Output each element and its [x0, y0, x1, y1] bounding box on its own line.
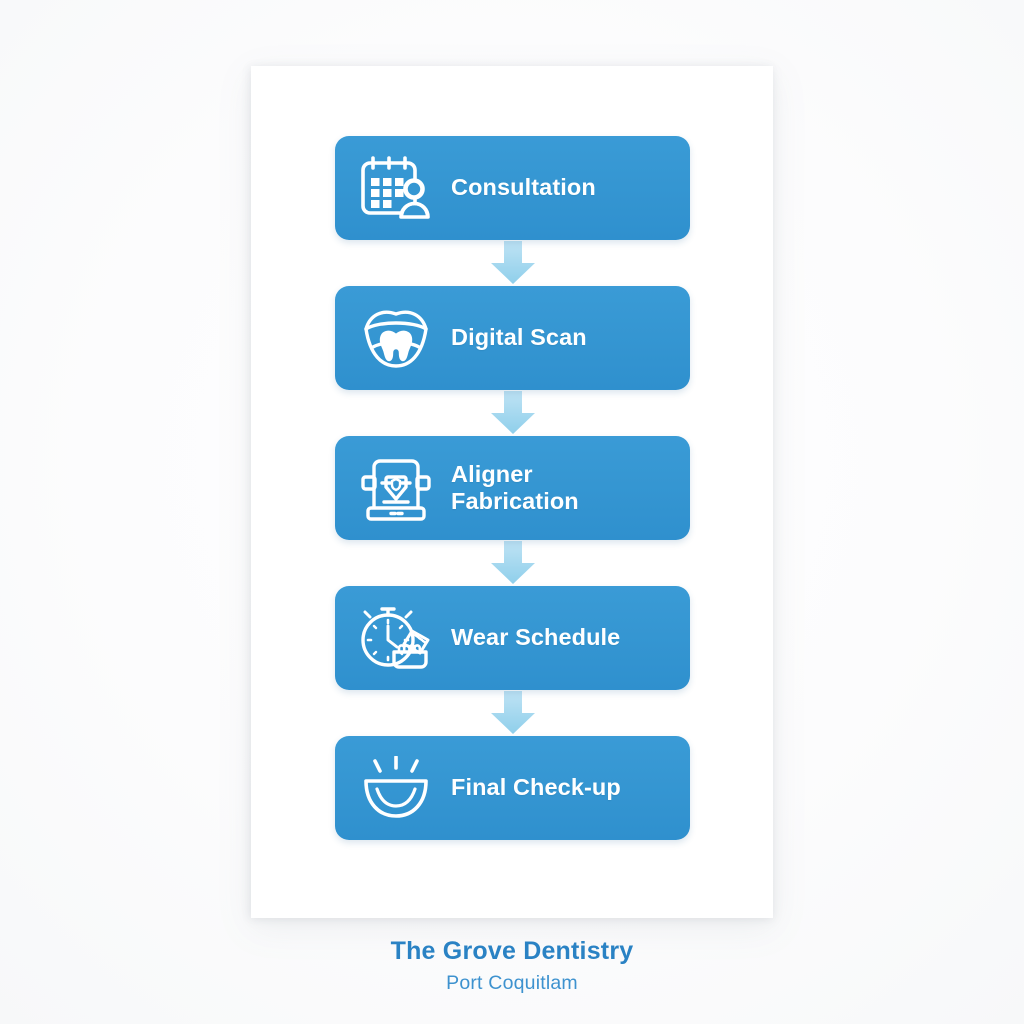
step-label: Final Check-up	[451, 774, 621, 801]
arrow-down-icon	[490, 691, 535, 734]
smile-icon	[353, 750, 439, 826]
arrow-down-icon	[490, 541, 535, 584]
clinic-city: Port Coquitlam	[446, 972, 578, 994]
mouth-tooth-icon	[353, 300, 439, 376]
fabrication-machine-icon	[353, 450, 439, 526]
infographic-panel: Consultation	[251, 66, 773, 918]
clinic-name: The Grove Dentistry	[390, 937, 634, 965]
arrow-down-icon	[490, 391, 535, 434]
connector-4	[335, 690, 690, 736]
step-card-final-checkup[interactable]: Final Check-up	[335, 736, 690, 840]
stopwatch-aligner-icon	[353, 600, 439, 676]
footer: The Grove Dentistry Port Coquitlam	[0, 936, 1024, 995]
step-label: Wear Schedule	[451, 624, 621, 651]
connector-2	[335, 390, 690, 436]
step-card-aligner-fabrication[interactable]: Aligner Fabrication	[335, 436, 690, 540]
connector-3	[335, 540, 690, 586]
connector-1	[335, 240, 690, 286]
arrow-down-icon	[490, 241, 535, 284]
step-card-digital-scan[interactable]: Digital Scan	[335, 286, 690, 390]
step-card-wear-schedule[interactable]: Wear Schedule	[335, 586, 690, 690]
process-flow: Consultation	[335, 136, 690, 840]
step-label: Digital Scan	[451, 324, 587, 351]
calendar-person-icon	[353, 150, 439, 226]
step-card-consultation[interactable]: Consultation	[335, 136, 690, 240]
step-label: Consultation	[451, 174, 596, 201]
step-label: Aligner Fabrication	[451, 460, 579, 514]
